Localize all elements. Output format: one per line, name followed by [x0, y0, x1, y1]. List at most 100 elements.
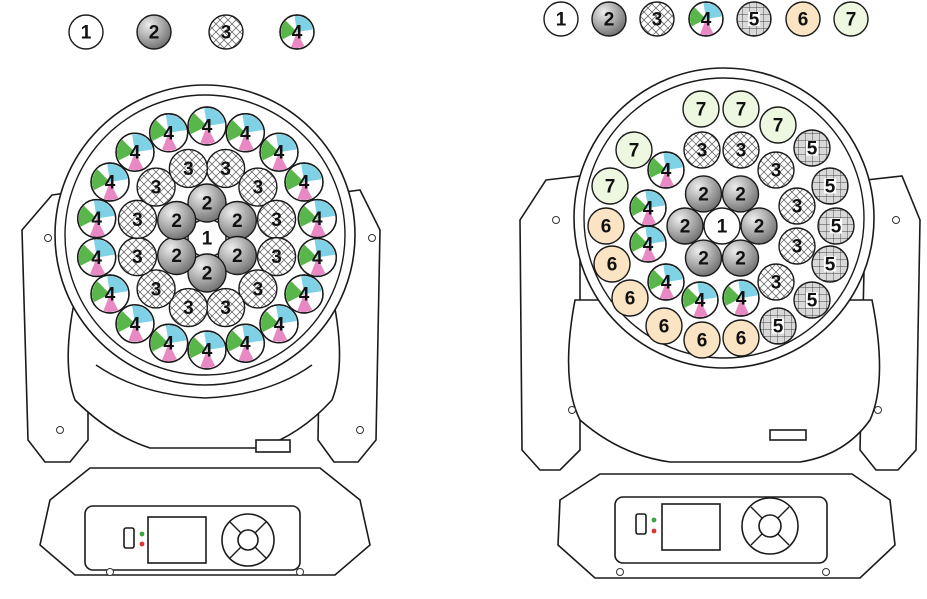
- screw-icon: [44, 234, 52, 242]
- led: 6: [593, 245, 631, 283]
- screw-icon: [56, 426, 64, 434]
- led-zone-label: 1: [717, 217, 728, 238]
- led-green-segment: [117, 311, 136, 332]
- led-blue-segment: [107, 164, 128, 182]
- led: 2: [684, 239, 723, 277]
- led-body: [721, 239, 760, 277]
- led-zone-label: 4: [292, 23, 303, 44]
- led-blue-segment: [276, 305, 297, 324]
- led: 5: [759, 307, 797, 345]
- led-zone-label: 6: [697, 331, 708, 352]
- led-body: [615, 131, 653, 169]
- front-lens: [583, 77, 865, 359]
- led-label-backing: [823, 256, 837, 272]
- led-pink-segment: [291, 32, 305, 48]
- display-screen: [147, 516, 207, 564]
- led-pink-segment: [103, 182, 119, 200]
- led-blue-segment: [703, 3, 722, 19]
- led-zone-label: 3: [253, 279, 264, 300]
- led-zone-label: 3: [151, 178, 162, 199]
- screw-icon: [568, 406, 576, 414]
- led-green-segment: [281, 20, 297, 40]
- led-zone-label: 4: [701, 10, 712, 31]
- led-body: [684, 239, 723, 277]
- led-label-backing: [823, 178, 837, 194]
- led-blue-segment: [93, 239, 115, 258]
- screw-icon: [822, 568, 830, 576]
- led-zone-label: 2: [698, 184, 709, 205]
- led-pink-segment: [162, 343, 177, 362]
- led-pink-segment: [128, 152, 144, 171]
- led-pink-segment: [90, 218, 105, 237]
- led-rim: [148, 113, 189, 153]
- led-zone-label: 3: [132, 210, 143, 231]
- led: 2: [156, 200, 197, 241]
- led-body: [168, 148, 209, 189]
- led-rim: [722, 279, 760, 317]
- led-blue-segment: [165, 114, 187, 133]
- led: 7: [682, 90, 720, 128]
- led: 6: [645, 307, 683, 345]
- led-body: [645, 307, 683, 345]
- led: 2: [187, 183, 227, 223]
- usb-port: [123, 527, 135, 549]
- led: 2: [217, 200, 258, 241]
- led-body: [611, 279, 649, 317]
- led-label-backing: [748, 11, 760, 27]
- led: 4: [629, 189, 667, 227]
- led: 5: [793, 281, 831, 319]
- led-zone-label: 2: [735, 249, 746, 270]
- led: 2: [666, 207, 704, 245]
- led-rim: [225, 323, 266, 363]
- head-inner-line: [95, 364, 313, 399]
- led-green-segment: [724, 285, 741, 306]
- led-blue-segment: [204, 332, 225, 350]
- led-zone-label: 4: [202, 341, 213, 362]
- led: 4: [225, 113, 266, 153]
- legend-swatch: 4: [279, 14, 315, 50]
- led-body: [759, 106, 797, 144]
- led: 4: [115, 304, 155, 344]
- legend-swatch: 3: [208, 14, 244, 50]
- led-zone-label: 2: [202, 264, 213, 285]
- led: 6: [683, 321, 721, 359]
- led-zone-label: 7: [773, 116, 784, 137]
- led: 4: [681, 281, 719, 319]
- control-wheel-center: [237, 529, 259, 551]
- screw-icon: [874, 406, 882, 414]
- led-zone-label: 7: [629, 141, 640, 162]
- led: 4: [284, 274, 324, 314]
- led: 4: [225, 323, 266, 363]
- led: 3: [778, 187, 816, 225]
- led: 3: [117, 199, 158, 240]
- led-rim: [225, 113, 266, 153]
- led-pink-segment: [238, 343, 254, 362]
- led-green-segment: [260, 139, 279, 161]
- led-rim: [77, 237, 117, 278]
- led: 4: [647, 151, 685, 189]
- led-blue-segment: [301, 163, 322, 182]
- led-green-segment: [285, 169, 304, 191]
- led-green-segment: [92, 281, 111, 303]
- led-pink-segment: [693, 300, 708, 317]
- led-green-segment: [683, 287, 700, 308]
- led-zone-label: 2: [698, 249, 709, 270]
- led-rim: [115, 304, 155, 344]
- led: 6: [587, 207, 625, 245]
- led-blue-segment: [242, 325, 264, 344]
- led-zone-label: 4: [643, 235, 654, 256]
- led: 3: [168, 287, 209, 328]
- led-label-backing: [805, 140, 819, 156]
- led-green-segment: [78, 205, 97, 227]
- led-rim: [148, 323, 189, 363]
- led-zone-label: 3: [697, 141, 708, 162]
- led-zone-label: 6: [625, 289, 636, 310]
- led-zone-label: 5: [807, 139, 818, 160]
- led-body: [683, 131, 721, 169]
- led-blue-segment: [301, 276, 322, 294]
- led: 5: [817, 207, 855, 245]
- led-zone-label: 3: [271, 210, 282, 231]
- led-body: [721, 175, 760, 213]
